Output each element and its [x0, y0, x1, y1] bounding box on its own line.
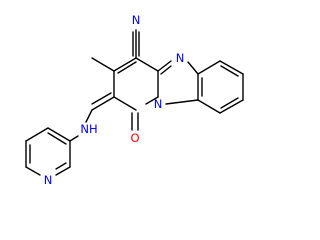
nitrile-nitrogen-label: N — [132, 13, 141, 27]
chemical-structure-drawing: N N N O NH N — [25, 13, 244, 187]
imidazole-nitrogen-label: N — [176, 51, 185, 65]
pyridine-nitrogen-label: N — [44, 173, 53, 187]
bridgehead-nitrogen-label: N — [154, 97, 163, 111]
benzo-ring — [197, 60, 244, 114]
nh-pyridine-bond — [69, 135, 79, 142]
methyl-bond — [91, 57, 115, 72]
pyridine-ring — [25, 127, 71, 176]
imidazole-ring — [157, 60, 199, 105]
carbonyl-oxygen-label: O — [130, 131, 139, 145]
pyridinone-ring — [113, 57, 159, 111]
ch-nh-bond — [85, 109, 93, 123]
carbonyl-double-bond — [131, 112, 139, 131]
nitrile-triple-bond — [132, 29, 140, 59]
exocyclic-double-bond — [91, 92, 115, 111]
amine-nh-label: NH — [80, 122, 97, 136]
